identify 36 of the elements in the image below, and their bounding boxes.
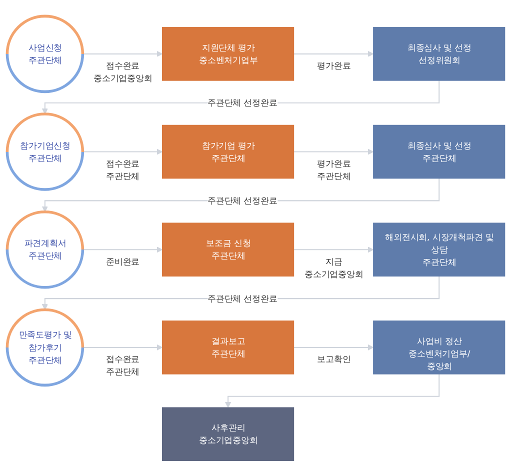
arrow — [294, 50, 374, 57]
node-box: 해외전시회, 시장개척파견 및 상담 주관단체 — [373, 222, 506, 276]
node-box: 최종심사 및 선정 선정위원회 — [373, 26, 506, 80]
edge-label: 준비완료 — [106, 256, 140, 266]
edge-label: 접수완료 주관단체 — [106, 354, 140, 376]
edge-label: 지급 중소기업중앙회 — [304, 256, 364, 279]
node-circle: 파견계획서 주관단체 — [6, 210, 84, 288]
edge-label: 주관단체 선정완료 — [207, 195, 278, 206]
arrow — [82, 246, 163, 252]
edge-label: 주관단체 선정완료 — [207, 293, 278, 303]
arrow — [82, 148, 163, 154]
arrow — [42, 276, 440, 310]
arrow — [294, 344, 374, 350]
edge-label: 접수완료 주관단체 — [106, 158, 140, 181]
arrow — [294, 246, 374, 252]
node-box: 최종심사 및 선정 주관단체 — [373, 124, 506, 178]
edge-label: 평가완료 주관단체 — [317, 158, 351, 181]
edge-label: 주관단체 선정완료 — [207, 98, 278, 108]
node-box: 사후관리 중소기업중앙회 — [162, 406, 294, 461]
node-box: 참가기업 평가 주관단체 — [162, 124, 294, 178]
arrow — [42, 178, 440, 212]
arrow — [294, 148, 374, 154]
arrow — [82, 344, 163, 350]
node-circle: 만족도평가 및 참가후기 주관단체 — [6, 308, 84, 386]
node-box: 보조금 신청 주관단체 — [162, 222, 294, 276]
node-box: 지원단체 평가 중소벤처기업부 — [162, 26, 294, 80]
edge-label: 접수완료 중소기업중앙회 — [94, 60, 152, 83]
node-box: 결과보고 주관단체 — [162, 320, 294, 374]
node-box: 사업비 정산 중소벤처기업부/중앙회 — [373, 320, 506, 374]
node-circle: 참가기업신청 주관단체 — [6, 112, 84, 190]
arrow — [82, 50, 163, 57]
edge-label: 보고확인 — [317, 354, 351, 364]
arrow — [224, 374, 440, 408]
node-circle: 사업신청 주관단체 — [6, 14, 84, 93]
arrow — [42, 80, 440, 114]
edge-label: 평가완료 — [317, 60, 351, 70]
